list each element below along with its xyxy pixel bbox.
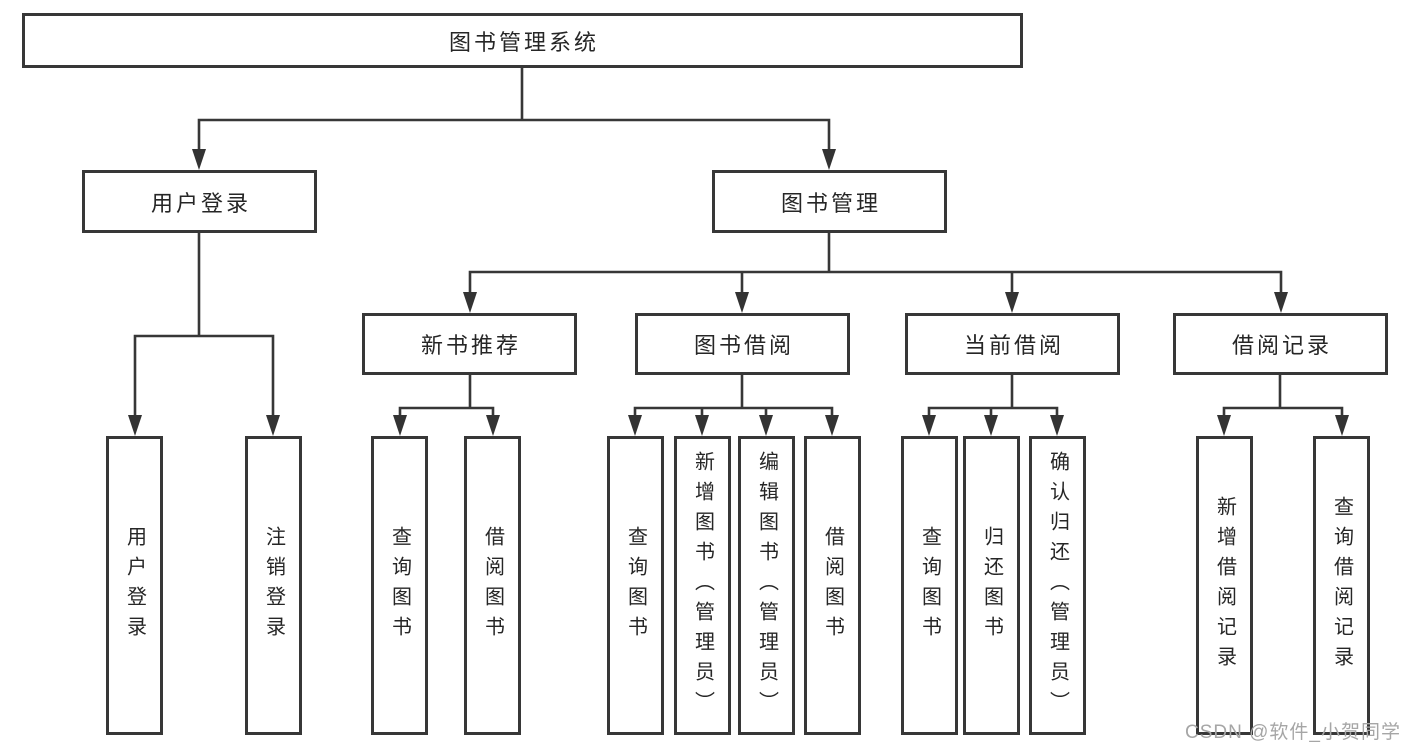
leaf-edit-books-admin: 编辑图书（管理员） [738, 436, 795, 735]
arrowhead [128, 415, 142, 436]
leaf-add-books-admin: 新增图书（管理员） [674, 436, 731, 735]
leaf-query-books-borrow-label: 查询图书 [624, 525, 647, 646]
leaf-logout-label: 注销登录 [262, 525, 285, 646]
arrowhead [695, 415, 709, 436]
connector-current-borrow-to-leaves [927, 375, 1059, 419]
arrowhead [1050, 415, 1064, 436]
arrowhead [735, 292, 749, 313]
watermark-text: CSDN @软件_小贺同学 [1185, 722, 1401, 743]
leaf-user-login: 用户登录 [106, 436, 163, 735]
arrowhead [1217, 415, 1231, 436]
leaf-return-books: 归还图书 [963, 436, 1020, 735]
arrowhead [825, 415, 839, 436]
node-book-borrow: 图书借阅 [635, 313, 850, 375]
leaf-query-books-current-label: 查询图书 [918, 525, 941, 646]
node-book-management-label: 图书管理 [780, 190, 881, 216]
leaf-query-books-recommend-label: 查询图书 [388, 525, 411, 646]
leaf-query-borrow-record: 查询借阅记录 [1313, 436, 1370, 735]
arrowhead [393, 415, 407, 436]
arrowhead [1335, 415, 1349, 436]
leaf-borrow-books: 借阅图书 [804, 436, 861, 735]
leaf-logout: 注销登录 [245, 436, 302, 735]
leaf-query-borrow-record-label: 查询借阅记录 [1330, 495, 1353, 676]
arrowhead [463, 292, 477, 313]
node-book-management: 图书管理 [712, 170, 947, 233]
node-new-book-recommend-label: 新书推荐 [420, 333, 521, 358]
node-user-login: 用户登录 [82, 170, 317, 233]
leaf-query-books-borrow: 查询图书 [607, 436, 664, 735]
arrowhead [1005, 292, 1019, 313]
leaf-add-books-admin-label: 新增图书（管理员） [691, 450, 714, 721]
connector-new-book-recommend-to-leaves [398, 375, 495, 419]
leaf-query-books-recommend: 查询图书 [371, 436, 428, 735]
arrowhead [984, 415, 998, 436]
arrowhead [192, 149, 206, 170]
arrowhead [486, 415, 500, 436]
connector-root-to-level2 [197, 68, 831, 152]
leaf-user-login-label: 用户登录 [123, 525, 146, 646]
arrowhead [922, 415, 936, 436]
leaf-confirm-return-admin-label: 确认归还（管理员） [1046, 450, 1069, 721]
leaf-borrow-books-label: 借阅图书 [821, 525, 844, 646]
connector-book-borrow-to-leaves [633, 375, 834, 419]
leaf-query-books-current: 查询图书 [901, 436, 958, 735]
arrowhead [1274, 292, 1288, 313]
connector-borrow-records-to-leaves [1222, 375, 1344, 419]
arrowhead [628, 415, 642, 436]
leaf-add-borrow-record-label: 新增借阅记录 [1213, 495, 1236, 676]
leaf-edit-books-admin-label: 编辑图书（管理员） [755, 450, 778, 721]
leaf-borrow-books-recommend-label: 借阅图书 [481, 525, 504, 646]
connector-book-management-to-level3 [468, 233, 1283, 296]
node-current-borrow: 当前借阅 [905, 313, 1120, 375]
node-root-label: 图书管理系统 [448, 29, 599, 55]
connector-user-login-to-leaves [133, 233, 275, 418]
node-user-login-label: 用户登录 [150, 190, 251, 216]
node-new-book-recommend: 新书推荐 [362, 313, 577, 375]
node-borrow-records-label: 借阅记录 [1231, 333, 1332, 358]
node-book-borrow-label: 图书借阅 [693, 333, 794, 358]
node-borrow-records: 借阅记录 [1173, 313, 1388, 375]
leaf-confirm-return-admin: 确认归还（管理员） [1029, 436, 1086, 735]
leaf-return-books-label: 归还图书 [980, 525, 1003, 646]
arrowhead [266, 415, 280, 436]
arrowhead [822, 149, 836, 170]
leaf-borrow-books-recommend: 借阅图书 [464, 436, 521, 735]
node-root: 图书管理系统 [22, 13, 1023, 68]
arrowhead [759, 415, 773, 436]
node-current-borrow-label: 当前借阅 [963, 333, 1064, 358]
leaf-add-borrow-record: 新增借阅记录 [1196, 436, 1253, 735]
